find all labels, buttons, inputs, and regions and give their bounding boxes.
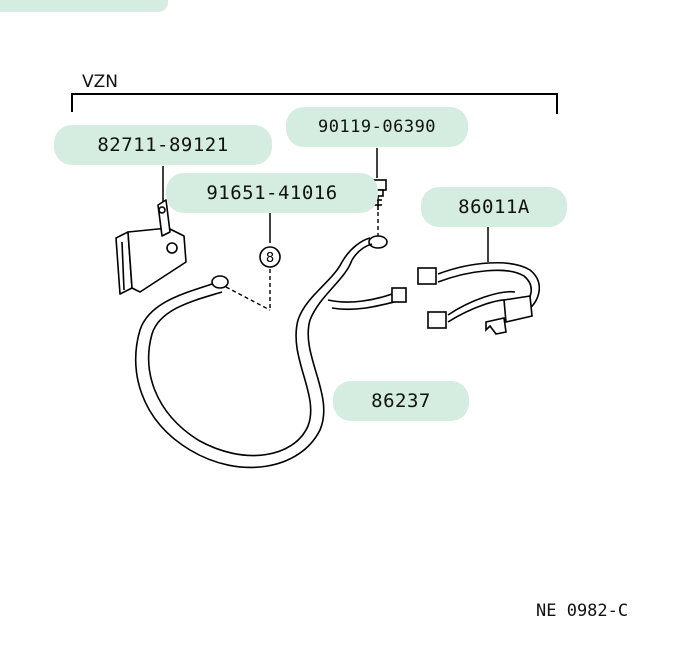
part-callout-86011[interactable]: 86011A xyxy=(421,187,567,227)
harness-86011A xyxy=(417,261,540,335)
part-callout-91651[interactable]: 91651-41016 xyxy=(166,173,378,213)
nut-part xyxy=(259,246,281,268)
figure-code: NE 0982-C xyxy=(536,601,629,621)
terminal-dash-line xyxy=(225,286,271,311)
cable-86237 xyxy=(134,235,407,469)
bracket-part xyxy=(115,199,187,295)
group-bracket xyxy=(71,93,558,114)
part-callout-82711[interactable]: 82711-89121 xyxy=(54,125,272,165)
nut-symbol: 8 xyxy=(266,251,274,266)
top-callout-fragment xyxy=(0,0,168,12)
group-label: VZN xyxy=(82,72,118,92)
part-callout-86237[interactable]: 86237 xyxy=(333,381,469,421)
bolt-part xyxy=(369,179,387,210)
part-callout-90119[interactable]: 90119-06390 xyxy=(286,107,468,147)
